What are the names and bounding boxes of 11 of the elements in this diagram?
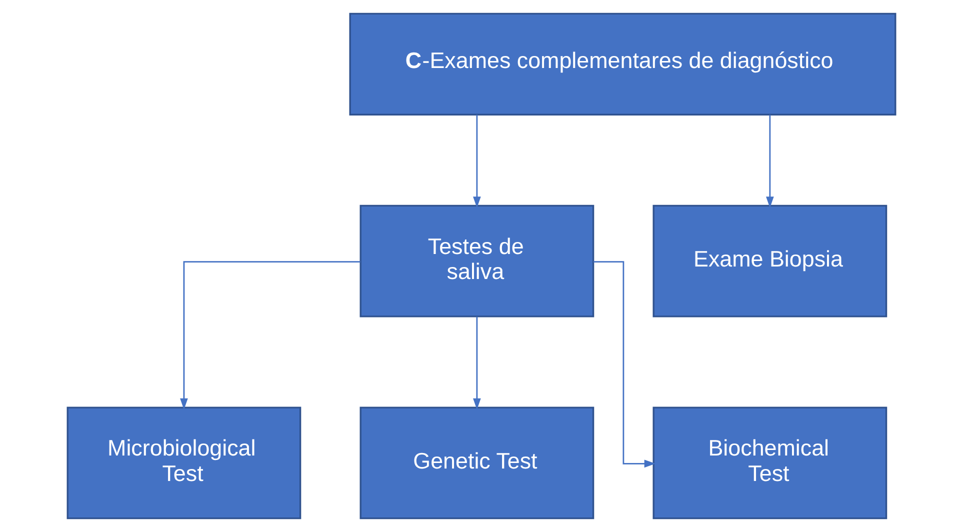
node-box: C-Exames complementares de diagnóstico bbox=[349, 12, 896, 116]
node-box: Biochemical Test bbox=[652, 406, 888, 520]
node-box: Microbiological Test bbox=[66, 406, 302, 520]
arrow bbox=[473, 316, 481, 410]
arrow bbox=[473, 114, 481, 208]
arrow bbox=[766, 114, 774, 208]
node-box: Exame Biopsia bbox=[652, 204, 888, 318]
arrow bbox=[180, 261, 360, 410]
node-box: Testes de saliva bbox=[360, 204, 594, 318]
arrow bbox=[593, 261, 656, 468]
node-box: Genetic Test bbox=[360, 406, 594, 520]
